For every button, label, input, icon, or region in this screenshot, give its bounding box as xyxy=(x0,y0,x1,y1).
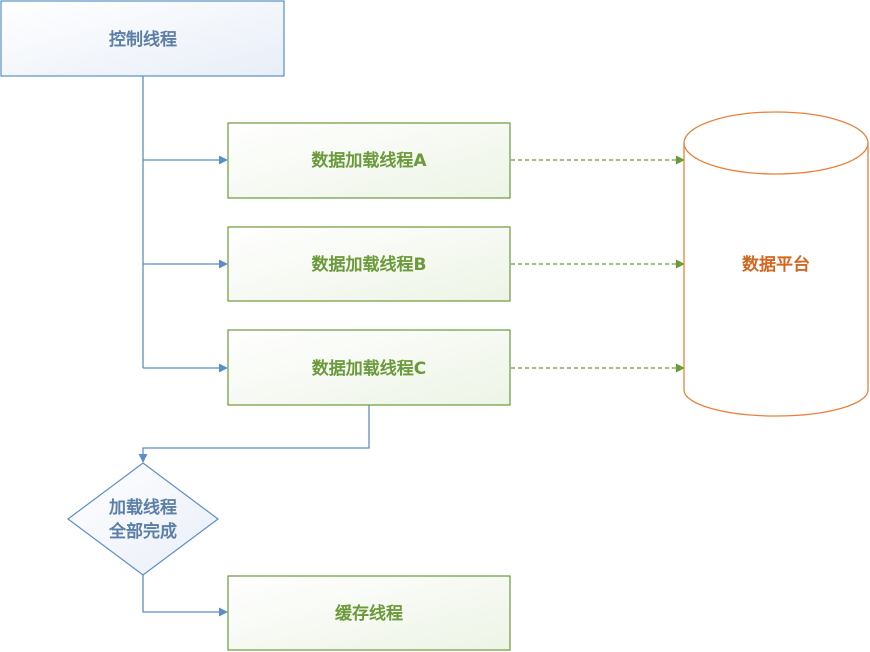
connector-loader-c-to-decision xyxy=(138,405,370,463)
cache-thread-label: 缓存线程 xyxy=(335,603,403,624)
connector-decision-to-cache xyxy=(142,575,228,617)
loader-b-node: 数据加载线程B xyxy=(227,226,511,302)
data-platform-label: 数据平台 xyxy=(742,254,810,275)
decision-label-line1: 加载线程 xyxy=(108,497,177,518)
control-connectors xyxy=(138,76,370,617)
loader-c-label: 数据加载线程C xyxy=(312,358,426,379)
loader-b-label: 数据加载线程B xyxy=(312,254,427,275)
loader-c-node: 数据加载线程C xyxy=(227,329,511,406)
decision-label-line2: 全部完成 xyxy=(108,521,177,542)
control-thread-label: 控制线程 xyxy=(109,29,177,50)
cache-thread-node: 缓存线程 xyxy=(227,575,511,651)
loader-a-node: 数据加载线程A xyxy=(227,122,511,199)
control-thread-node: 控制线程 xyxy=(0,0,285,77)
loader-a-label: 数据加载线程A xyxy=(311,150,427,171)
data-platform-cylinder: 数据平台 xyxy=(683,111,869,417)
decision-node: 加载线程 全部完成 xyxy=(66,462,220,576)
platform-connectors xyxy=(511,155,685,373)
